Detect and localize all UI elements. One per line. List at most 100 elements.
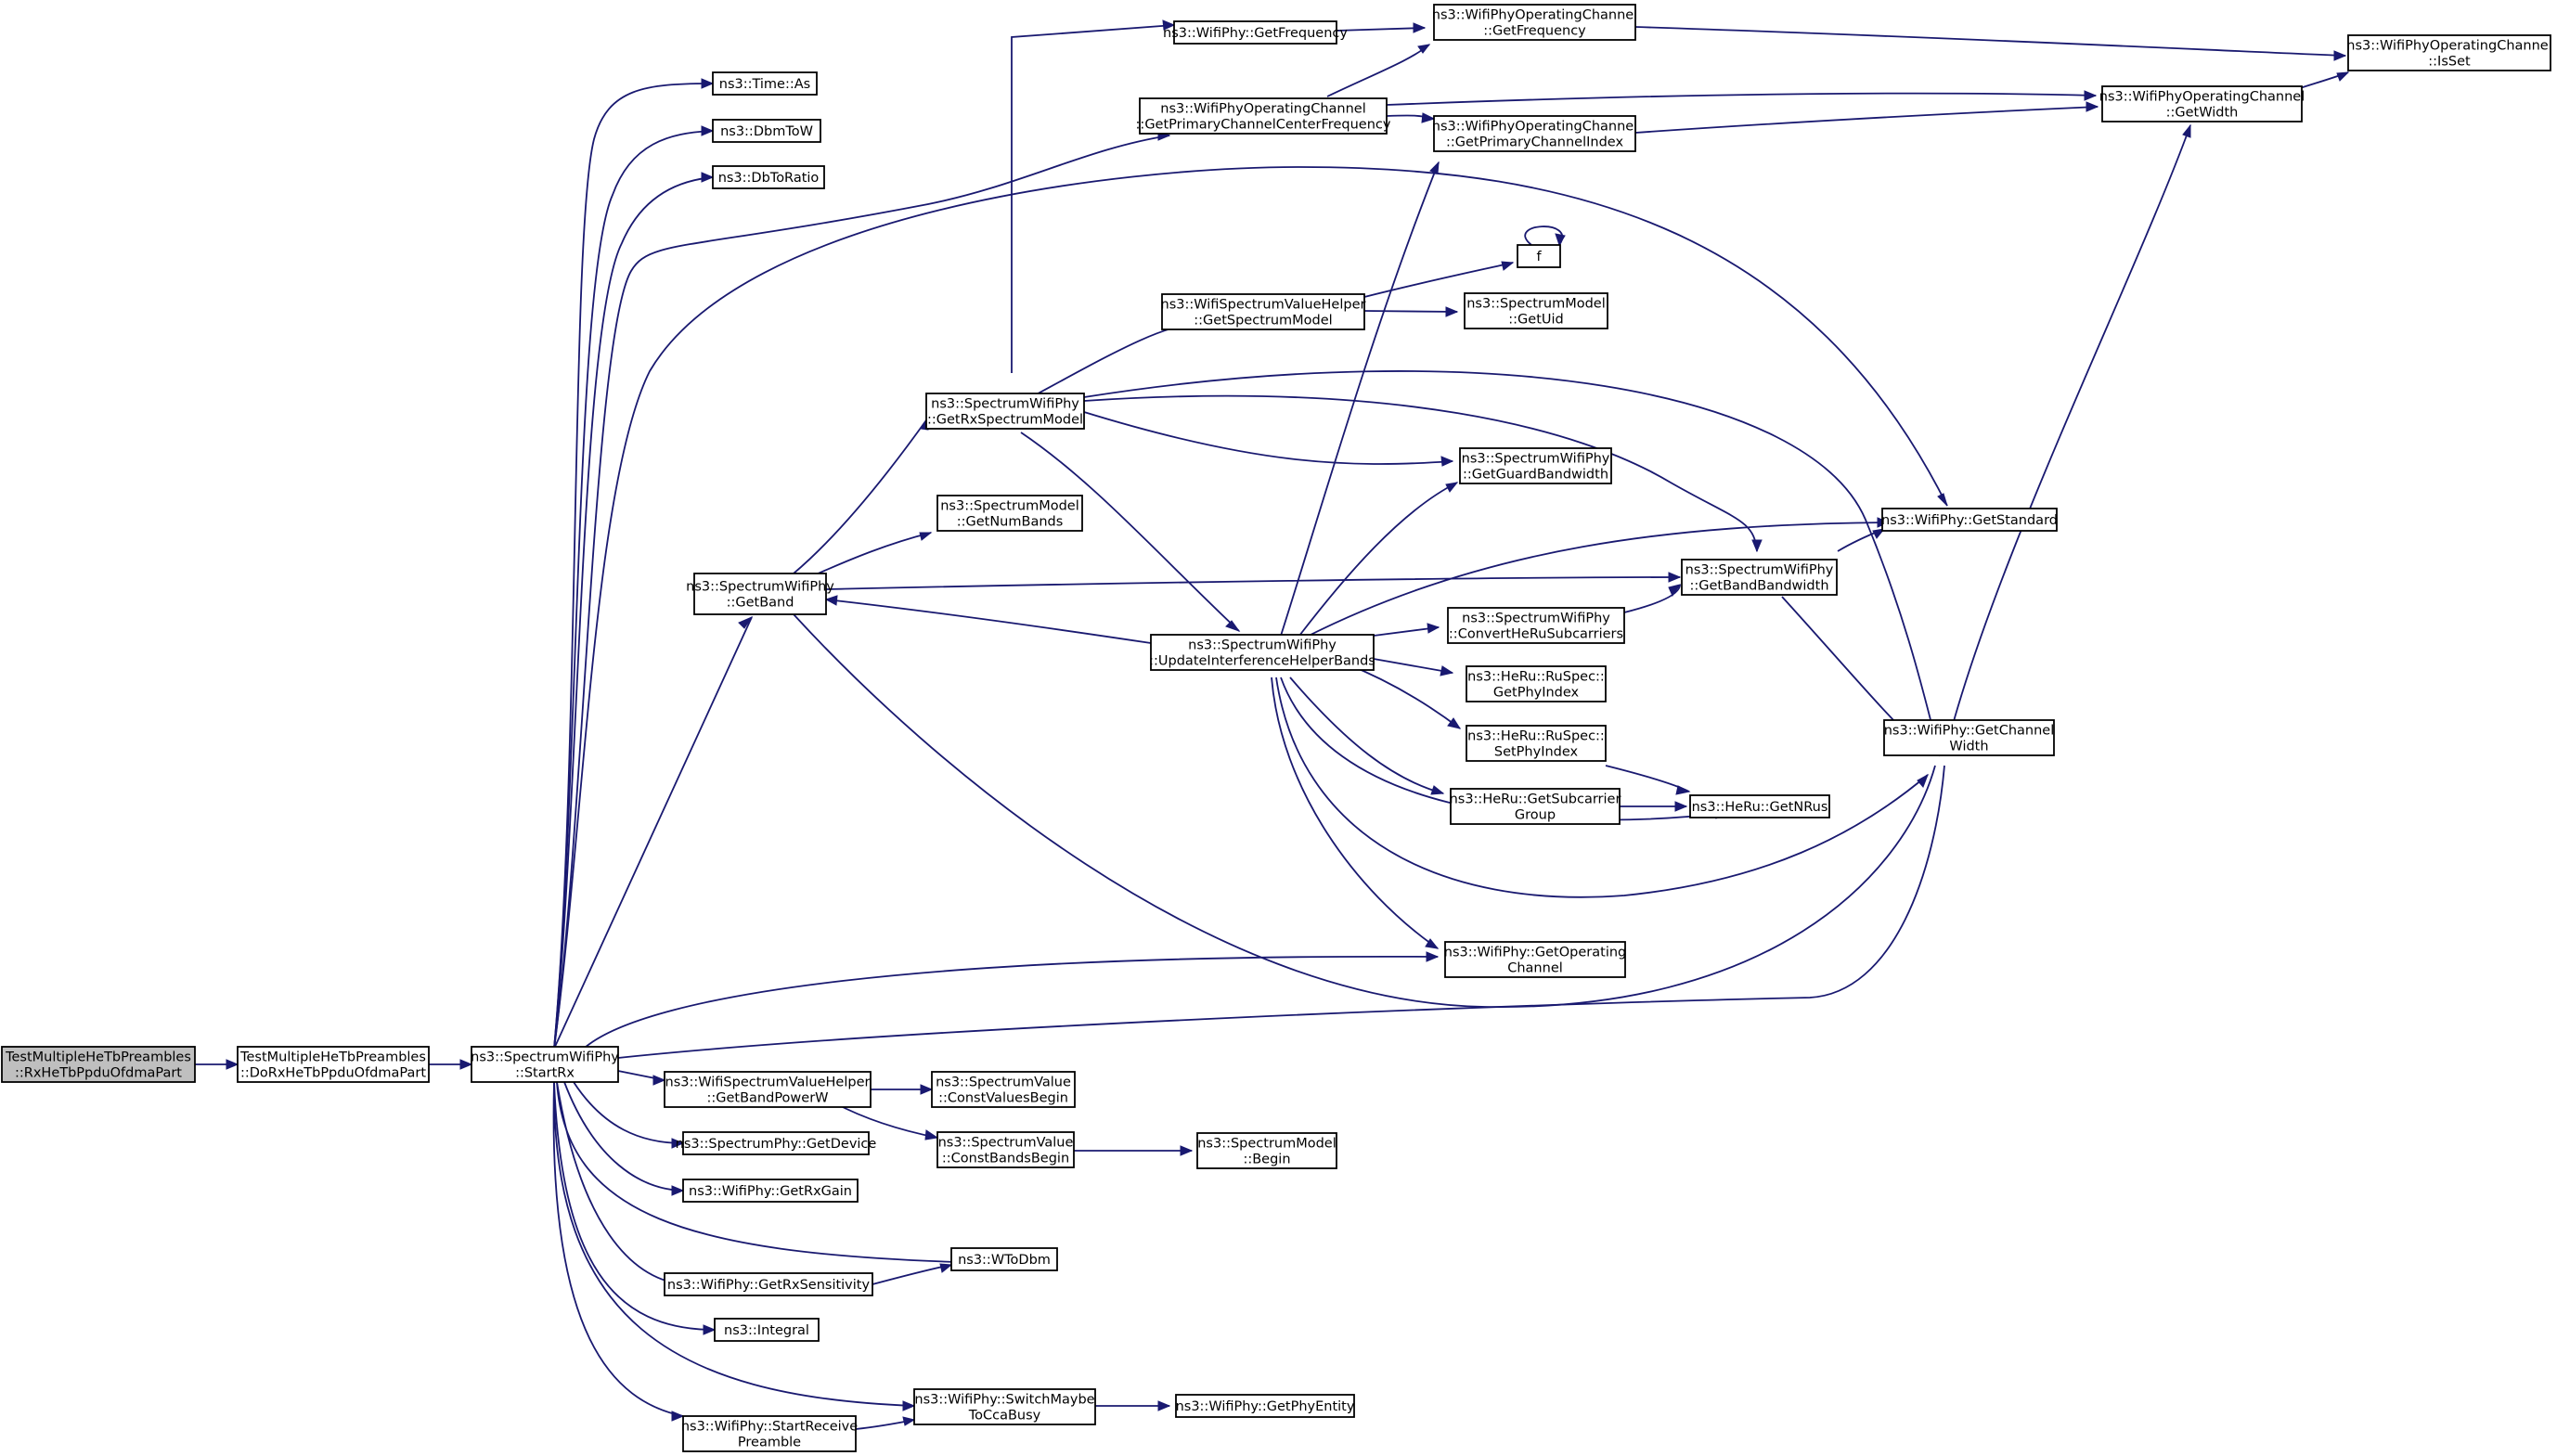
node-box[interactable]	[682, 1415, 857, 1452]
graph-node[interactable]: TestMultipleHeTbPreambles::RxHeTbPpduOfd…	[1, 1046, 196, 1083]
node-box[interactable]	[936, 1131, 1075, 1168]
node-label: ns3::SpectrumWifiPhy	[686, 580, 834, 595]
node-box[interactable]	[712, 119, 821, 143]
graph-node[interactable]: ns3::SpectrumWifiPhy::UpdateInterference…	[1149, 634, 1375, 671]
node-box[interactable]	[712, 165, 825, 189]
node-box[interactable]	[693, 573, 827, 615]
graph-node[interactable]: TestMultipleHeTbPreambles::DoRxHeTbPpduO…	[237, 1046, 430, 1083]
node-box[interactable]	[682, 1131, 870, 1155]
node-label: ns3::WifiPhyOperatingChannel	[1160, 102, 1365, 117]
node-box[interactable]	[1150, 634, 1375, 671]
node-label: ns3::DbmToW	[720, 124, 813, 139]
node-box[interactable]	[1, 1046, 196, 1083]
node-box[interactable]	[237, 1046, 430, 1083]
graph-node[interactable]: ns3::DbToRatio	[712, 165, 825, 189]
node-box[interactable]	[1139, 97, 1388, 135]
node-label: ::GetNumBands	[957, 515, 1064, 530]
node-box[interactable]	[664, 1272, 873, 1296]
node-box[interactable]	[931, 1071, 1076, 1108]
node-box[interactable]	[2347, 34, 2551, 71]
graph-node[interactable]: ns3::DbmToW	[712, 119, 821, 143]
graph-node[interactable]: ns3::SpectrumWifiPhy::GetBand	[686, 573, 834, 615]
node-box[interactable]	[1433, 4, 1636, 41]
node-box[interactable]	[1433, 115, 1636, 152]
graph-node[interactable]: ns3::WToDbm	[950, 1247, 1058, 1271]
node-box[interactable]	[1883, 719, 2055, 756]
node-box[interactable]	[1447, 607, 1625, 644]
node-label: ns3::SpectrumModel	[1466, 297, 1606, 312]
node-box[interactable]	[714, 1318, 820, 1342]
graph-node[interactable]: ns3::WifiPhy::GetRxGain	[682, 1179, 859, 1203]
node-box[interactable]	[1881, 508, 2058, 532]
graph-node[interactable]: ns3::SpectrumWifiPhy::GetGuardBandwidth	[1459, 447, 1612, 484]
graph-node[interactable]: ns3::WifiPhyOperatingChannel::GetWidth	[2099, 85, 2305, 122]
node-box[interactable]	[1175, 1394, 1355, 1418]
node-box[interactable]	[1681, 559, 1838, 596]
node-label: ::DoRxHeTbPpduOfdmaPart	[240, 1066, 426, 1081]
graph-node[interactable]: f	[1517, 244, 1561, 268]
graph-node[interactable]: ns3::HeRu::RuSpec::SetPhyIndex	[1466, 725, 1607, 762]
node-label: ns3::WifiPhy::GetPhyEntity	[1176, 1399, 1355, 1414]
node-label: ns3::SpectrumModel	[940, 499, 1079, 514]
node-label: ::UpdateInterferenceHelperBands	[1149, 654, 1375, 669]
graph-node[interactable]: ns3::SpectrumModel::GetNumBands	[936, 495, 1083, 532]
graph-node[interactable]: ns3::SpectrumPhy::GetDevice	[676, 1131, 877, 1155]
node-label: ns3::SpectrumValue	[936, 1076, 1071, 1090]
graph-node[interactable]: ns3::Integral	[714, 1318, 820, 1342]
node-box[interactable]	[682, 1179, 859, 1203]
graph-node[interactable]: ns3::SpectrumWifiPhy::StartRx	[471, 1046, 619, 1083]
node-label: ns3::WifiPhyOperatingChannel	[2099, 90, 2305, 105]
graph-node[interactable]: ns3::HeRu::GetNRus	[1689, 794, 1830, 818]
node-box[interactable]	[1466, 725, 1607, 762]
graph-node[interactable]: ns3::WifiPhy::GetFrequency	[1163, 20, 1348, 45]
graph-node[interactable]: ns3::WifiPhyOperatingChannel::GetPrimary…	[1136, 97, 1391, 135]
node-box[interactable]	[913, 1388, 1096, 1425]
graph-node[interactable]: ns3::Time::As	[712, 71, 818, 96]
node-box[interactable]	[1459, 447, 1612, 484]
graph-node[interactable]: ns3::WifiPhyOperatingChannel::GetPrimary…	[1432, 115, 1637, 152]
node-label: ns3::SpectrumWifiPhy	[1685, 563, 1834, 578]
node-box[interactable]	[712, 71, 818, 96]
node-box[interactable]	[950, 1247, 1058, 1271]
graph-node[interactable]: ns3::HeRu::RuSpec::GetPhyIndex	[1466, 665, 1607, 702]
graph-node[interactable]: ns3::WifiPhyOperatingChannel::IsSet	[2346, 34, 2552, 71]
node-label: ::GetWidth	[2166, 106, 2239, 121]
graph-node[interactable]: ns3::WifiSpectrumValueHelper::GetSpectru…	[1161, 293, 1366, 330]
graph-node[interactable]: ns3::SpectrumWifiPhy::GetBandBandwidth	[1681, 559, 1838, 596]
graph-node[interactable]: ns3::WifiPhyOperatingChannel::GetFrequen…	[1432, 4, 1637, 41]
graph-node[interactable]: ns3::SpectrumValue::ConstBandsBegin	[936, 1131, 1075, 1168]
graph-node[interactable]: ns3::SpectrumModel::GetUid	[1464, 292, 1608, 329]
node-box[interactable]	[664, 1071, 872, 1108]
graph-node[interactable]: ns3::WifiPhy::GetPhyEntity	[1175, 1394, 1355, 1418]
node-label: ns3::WifiSpectrumValueHelper	[665, 1076, 871, 1090]
node-box[interactable]	[1173, 20, 1337, 45]
node-box[interactable]	[925, 393, 1085, 430]
graph-node[interactable]: ns3::WifiPhy::GetStandard	[1881, 508, 2058, 532]
graph-node[interactable]: ns3::WifiPhy::GetRxSensitivity	[664, 1272, 873, 1296]
node-label: ns3::WifiPhy::StartReceive	[681, 1420, 858, 1435]
graph-node[interactable]: ns3::SpectrumWifiPhy::GetRxSpectrumModel	[925, 393, 1085, 430]
node-box[interactable]	[1444, 941, 1626, 978]
node-box[interactable]	[1464, 292, 1608, 329]
node-box[interactable]	[936, 495, 1083, 532]
graph-node[interactable]: ns3::SpectrumModel::Begin	[1196, 1132, 1337, 1169]
node-box[interactable]	[1689, 794, 1830, 818]
node-box[interactable]	[1466, 665, 1607, 702]
node-box[interactable]	[1161, 293, 1365, 330]
node-box[interactable]	[1450, 788, 1621, 825]
graph-node[interactable]: ns3::WifiSpectrumValueHelper::GetBandPow…	[664, 1071, 872, 1108]
graph-node[interactable]: ns3::SpectrumWifiPhy::ConvertHeRuSubcarr…	[1447, 607, 1625, 644]
node-box[interactable]	[1196, 1132, 1337, 1169]
node-label: Group	[1515, 808, 1556, 823]
node-box[interactable]	[1517, 244, 1561, 268]
node-label: ns3::WifiPhyOperatingChannel	[1432, 8, 1637, 23]
node-box[interactable]	[471, 1046, 619, 1083]
node-box[interactable]	[2101, 85, 2303, 122]
node-label: TestMultipleHeTbPreambles	[239, 1050, 426, 1065]
graph-node[interactable]: ns3::SpectrumValue::ConstValuesBegin	[931, 1071, 1076, 1108]
